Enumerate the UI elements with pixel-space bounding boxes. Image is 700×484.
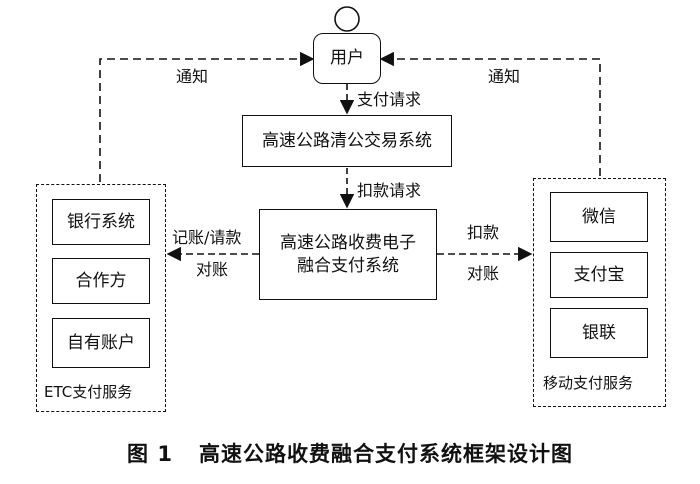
etc-payment-group [36,184,166,412]
mobile-item-wechat: 微信 [550,192,648,242]
mobile-item-alipay: 支付宝 [550,252,648,298]
fusion-payment-system-label-line2: 融合支付系统 [297,255,399,276]
pay-request-label: 支付请求 [357,90,422,109]
etc-item-label: 自有账户 [67,332,135,353]
reconcile-right-label: 对账 [467,264,500,283]
etc-item-partner: 合作方 [52,258,150,304]
etc-item-label: 银行系统 [67,211,135,232]
mobile-item-label: 微信 [582,206,616,227]
etc-item-label: 合作方 [75,270,127,291]
bookkeep-label: 记账/请款 [172,228,242,247]
clearing-system-label: 高速公路清公交易系统 [262,130,432,151]
notify-left-label: 通知 [176,67,209,86]
fusion-payment-system-node: 高速公路收费电子 融合支付系统 [259,209,437,300]
notify-right-edge [379,51,601,176]
figure-number: 图 1 [127,442,173,466]
mobile-item-label: 支付宝 [573,264,625,285]
etc-item-own-account: 自有账户 [52,318,150,368]
fusion-payment-system-label-line1: 高速公路收费电子 [280,233,416,254]
figure-caption: 图 1 高速公路收费融合支付系统框架设计图 [0,438,700,468]
deduct-label: 扣款 [467,223,500,242]
notify-left-edge [99,51,315,182]
mobile-item-label: 银联 [582,322,616,343]
deduct-request-label: 扣款请求 [357,181,422,200]
notify-right-label: 通知 [488,67,521,86]
reconcile-left-label: 对账 [196,260,229,279]
user-label: 用户 [330,48,364,69]
mobile-payment-group [533,178,666,407]
mobile-group-title: 移动支付服务 [543,374,634,392]
user-head-icon [334,6,360,32]
mobile-item-unionpay: 银联 [550,308,648,358]
figure-title: 高速公路收费融合支付系统框架设计图 [198,442,573,466]
user-node: 用户 [313,33,381,84]
clearing-system-node: 高速公路清公交易系统 [242,115,452,167]
etc-group-title: ETC支付服务 [44,383,133,401]
etc-item-bank: 银行系统 [52,199,150,245]
